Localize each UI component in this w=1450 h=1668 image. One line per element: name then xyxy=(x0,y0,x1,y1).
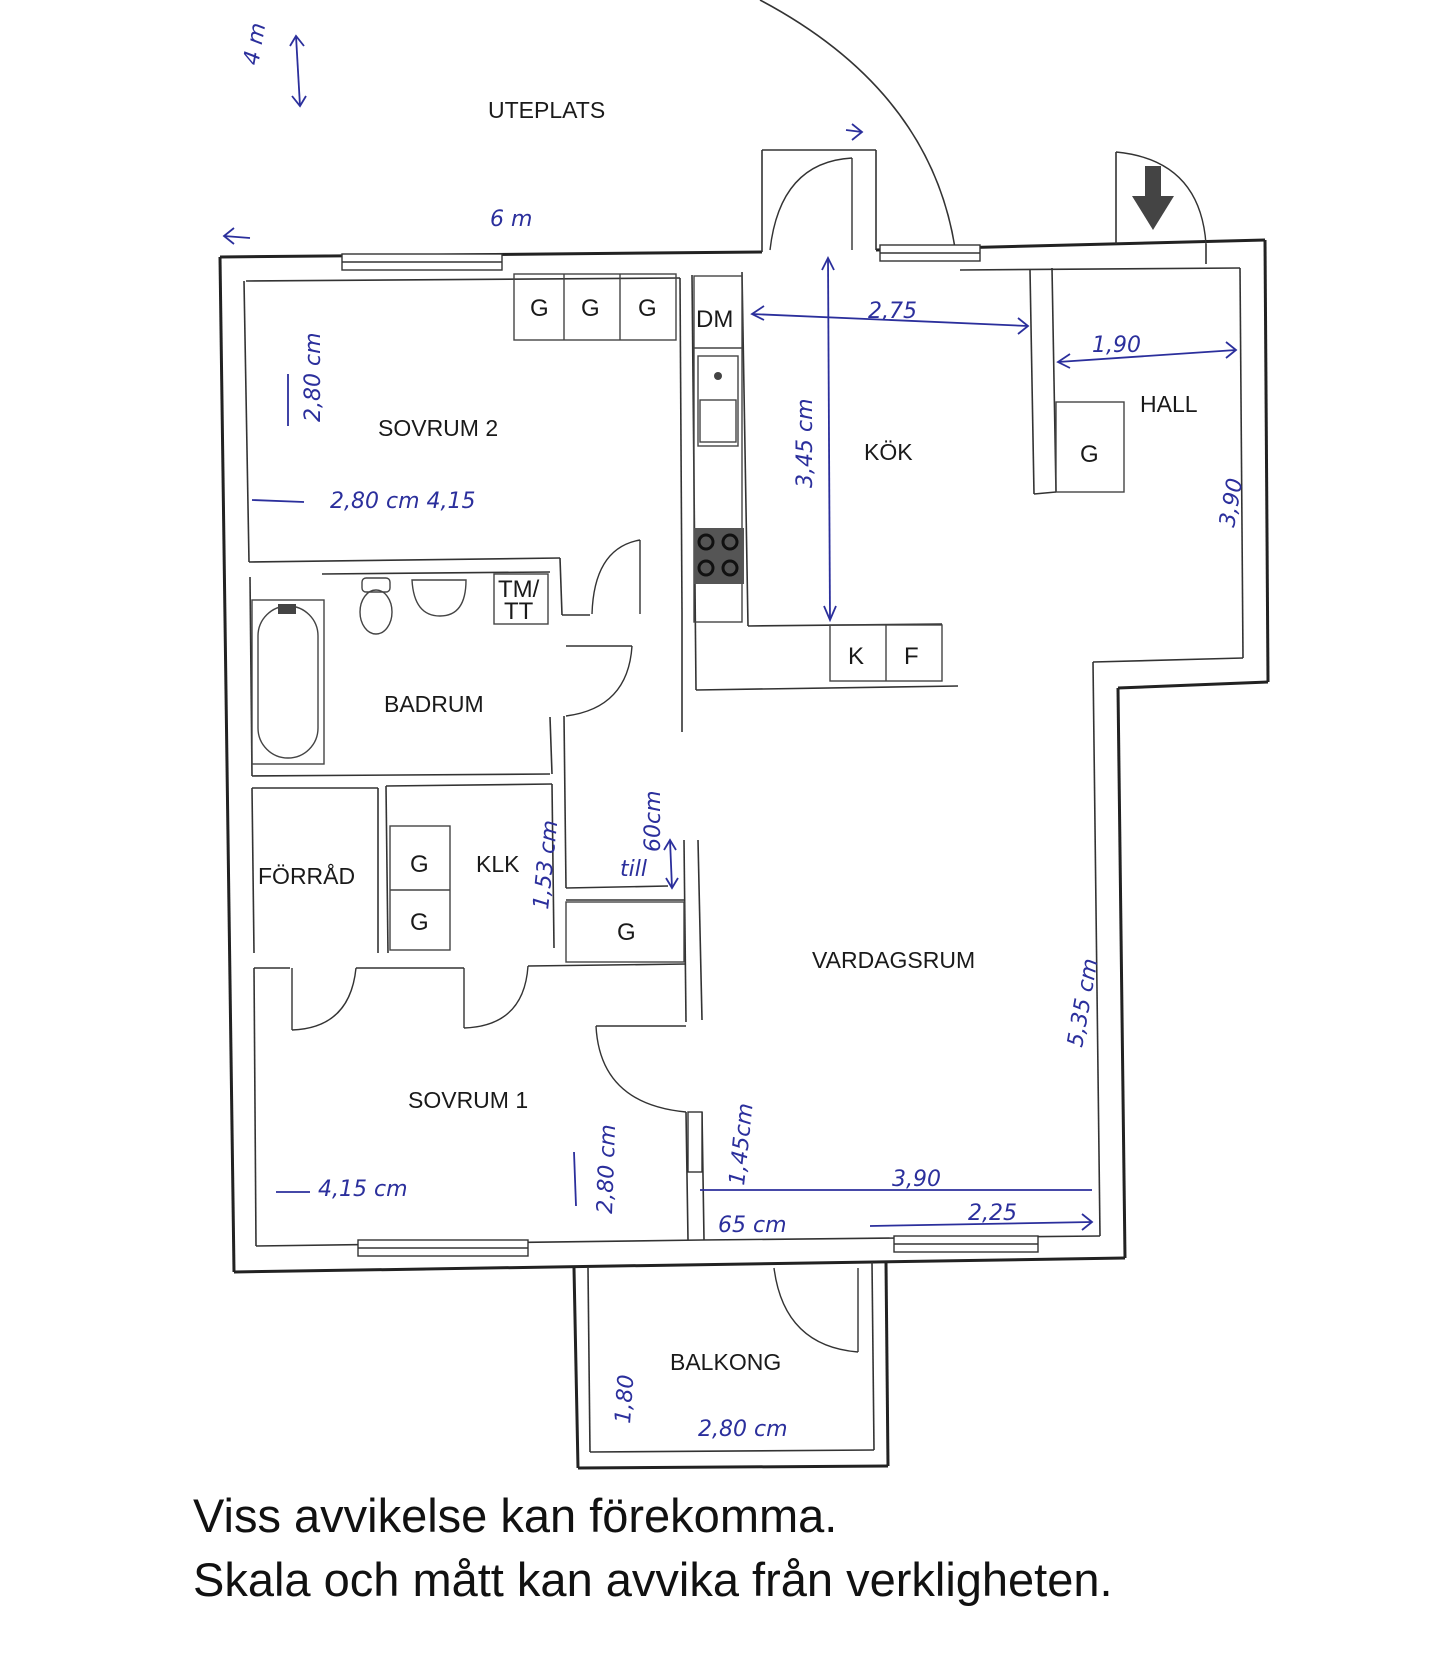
passage-60-note: 60cm xyxy=(641,790,666,852)
sink-icon xyxy=(697,355,739,447)
tm-label: TM/ xyxy=(498,576,540,603)
uteplats-width-note: 6 m xyxy=(490,207,532,232)
klk-wardrobe-g-2: G xyxy=(410,909,429,936)
fixtures xyxy=(251,273,1125,963)
doors xyxy=(291,539,859,1353)
room-sovrum1: SOVRUM 1 xyxy=(408,1087,528,1113)
sovrum1-depth-note: 2,80 cm xyxy=(593,1124,621,1214)
sill-note: 65 cm xyxy=(718,1213,787,1238)
sink-drain-icon xyxy=(714,372,722,380)
wardrobe-g-1: G xyxy=(530,295,549,322)
disclaimer-line-1: Viss avvikelse kan förekomma. xyxy=(193,1489,838,1542)
klk-depth-note: 1,53 cm xyxy=(529,819,563,911)
sovrum2-width-note: 2,80 cm 4,15 xyxy=(330,489,475,514)
hall-width-note: 1,90 xyxy=(1092,333,1141,358)
room-balkong: BALKONG xyxy=(670,1349,781,1375)
stove-icon xyxy=(694,528,744,584)
wardrobe-g-3: G xyxy=(638,295,657,322)
room-badrum: BADRUM xyxy=(384,691,484,717)
room-hall: HALL xyxy=(1140,391,1198,417)
window-width-note: 2,25 xyxy=(968,1201,1017,1226)
room-sovrum2: SOVRUM 2 xyxy=(378,415,498,441)
disclaimer-line-2: Skala och mått kan avvika från verklighe… xyxy=(193,1553,1113,1606)
balkong-width-note: 2,80 cm xyxy=(698,1417,788,1442)
room-vardagsrum: VARDAGSRUM xyxy=(812,947,975,973)
measurements: 4 m 6 m 2,80 cm 2,80 cm 4,15 2,75 3,45 c… xyxy=(239,21,1248,1442)
room-kok: KÖK xyxy=(864,439,913,465)
vardagsrum-width-note: 3,90 xyxy=(892,1167,941,1192)
window-height-note: 1,45cm xyxy=(725,1102,758,1187)
bathtub-icon xyxy=(257,605,319,759)
sovrum2-depth-note: 2,80 cm xyxy=(301,332,326,422)
toilet-icon xyxy=(359,577,393,635)
entrance-arrow-icon xyxy=(1132,166,1174,230)
fridge-k: K xyxy=(848,643,864,670)
kok-depth-note: 3,45 cm xyxy=(793,398,818,488)
vardagsrum-wardrobe-g: G xyxy=(617,919,636,946)
windows xyxy=(341,244,1039,1257)
basin-icon xyxy=(411,579,467,617)
sovrum1-width-note: 4,15 cm xyxy=(318,1177,408,1202)
uteplats-depth-note: 4 m xyxy=(239,21,271,67)
room-uteplats: UTEPLATS xyxy=(488,97,605,123)
freezer-f: F xyxy=(904,643,919,670)
cabinet-labels: G G G DM G K F TM/ TT G G G xyxy=(410,295,1099,946)
room-klk: KLK xyxy=(476,851,520,877)
dishwasher-label: DM xyxy=(696,306,733,333)
hall-depth-note: 3,90 xyxy=(1215,476,1248,529)
klk-wardrobe-g-1: G xyxy=(410,851,429,878)
wardrobe-g-2: G xyxy=(581,295,600,322)
room-forrad: FÖRRÅD xyxy=(258,862,355,889)
hall-wardrobe-g: G xyxy=(1080,441,1099,468)
walls xyxy=(218,238,1270,1470)
uteplats-boundary xyxy=(759,0,1207,264)
tt-label: TT xyxy=(504,598,534,625)
kok-width-note: 2,75 xyxy=(868,299,917,324)
balkong-depth-note: 1,80 xyxy=(611,1374,639,1425)
measurement-lines xyxy=(222,34,1238,1231)
room-labels: UTEPLATS SOVRUM 2 KÖK HALL BADRUM FÖRRÅD… xyxy=(258,97,1198,1375)
passage-to-note: till xyxy=(620,857,647,882)
